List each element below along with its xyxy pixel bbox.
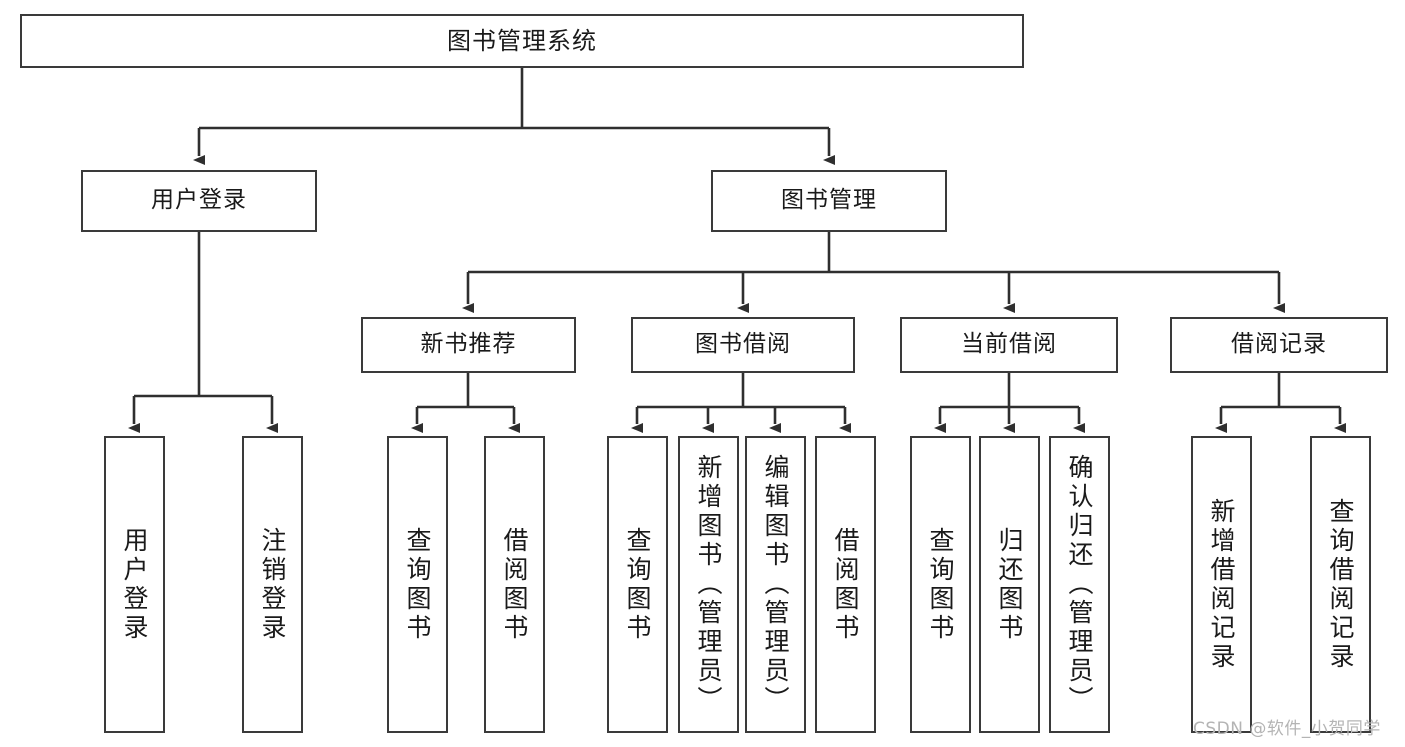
node-label: 图书管理系统 <box>447 26 597 55</box>
leaf-user-login[interactable]: 用户登录 <box>104 436 165 733</box>
node-label: 用户登录 <box>120 526 149 643</box>
node-new-book-recommend[interactable]: 新书推荐 <box>361 317 576 373</box>
node-label: 借阅图书 <box>831 526 860 643</box>
leaf-query-borrow-record[interactable]: 查询借阅记录 <box>1310 436 1371 733</box>
node-label: 新增图书（管理员） <box>694 454 723 715</box>
node-label: 新书推荐 <box>420 331 517 358</box>
node-label: 归还图书 <box>995 526 1024 643</box>
node-label: 查询借阅记录 <box>1326 497 1355 672</box>
node-book-borrow[interactable]: 图书借阅 <box>631 317 855 373</box>
node-label: 借阅图书 <box>500 526 529 643</box>
leaf-borrow-book[interactable]: 借阅图书 <box>815 436 876 733</box>
node-root-system[interactable]: 图书管理系统 <box>20 14 1024 68</box>
node-label: 查询图书 <box>623 526 652 643</box>
leaf-add-borrow-record[interactable]: 新增借阅记录 <box>1191 436 1252 733</box>
node-label: 编辑图书（管理员） <box>761 454 790 715</box>
node-label: 图书借阅 <box>695 331 791 358</box>
leaf-query-book-recommend[interactable]: 查询图书 <box>387 436 448 733</box>
node-current-borrow[interactable]: 当前借阅 <box>900 317 1118 373</box>
leaf-logout[interactable]: 注销登录 <box>242 436 303 733</box>
node-label: 借阅记录 <box>1231 331 1327 358</box>
node-label: 确认归还（管理员） <box>1065 454 1094 715</box>
node-borrow-record[interactable]: 借阅记录 <box>1170 317 1388 373</box>
node-label: 注销登录 <box>258 526 287 643</box>
leaf-add-book-admin[interactable]: 新增图书（管理员） <box>678 436 739 733</box>
leaf-return-book[interactable]: 归还图书 <box>979 436 1040 733</box>
node-user-login[interactable]: 用户登录 <box>81 170 317 232</box>
node-label: 查询图书 <box>403 526 432 643</box>
leaf-borrow-book-recommend[interactable]: 借阅图书 <box>484 436 545 733</box>
node-label: 当前借阅 <box>961 331 1057 358</box>
node-label: 图书管理 <box>781 187 877 214</box>
node-label: 用户登录 <box>151 187 247 214</box>
leaf-query-book-current[interactable]: 查询图书 <box>910 436 971 733</box>
node-label: 新增借阅记录 <box>1207 497 1236 672</box>
node-label: 查询图书 <box>926 526 955 643</box>
leaf-query-book-borrow[interactable]: 查询图书 <box>607 436 668 733</box>
leaf-edit-book-admin[interactable]: 编辑图书（管理员） <box>745 436 806 733</box>
leaf-confirm-return-admin[interactable]: 确认归还（管理员） <box>1049 436 1110 733</box>
watermark-text: CSDN @软件_小贺同学 <box>1193 719 1381 739</box>
node-book-management[interactable]: 图书管理 <box>711 170 947 232</box>
